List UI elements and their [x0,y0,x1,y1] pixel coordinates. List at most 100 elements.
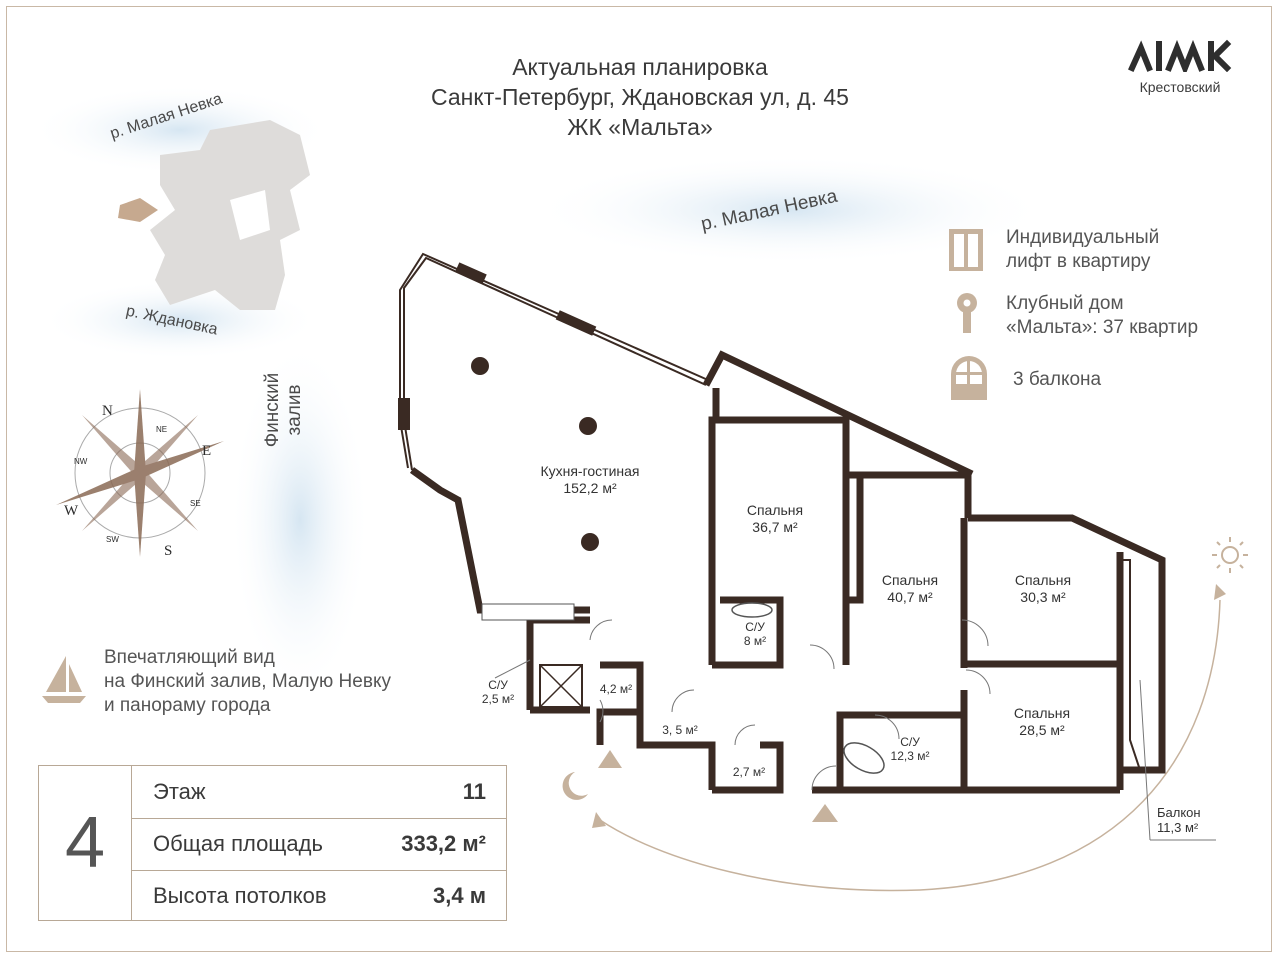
view-line-3: и панораму города [104,695,271,716]
room-bedroom-1-name: Спальня [746,502,804,518]
room-bedroom-2: Спальня 40,7 м² [865,572,955,606]
room-bedroom-1: Спальня 36,7 м² [730,502,820,536]
water-large-nevka [530,155,1050,265]
door-bed4 [965,669,991,695]
bed2-top-wall [846,471,972,518]
room-storage-1: 4,2 м² [599,682,633,696]
storage1-right [600,661,644,712]
balcony-leader [1139,679,1151,841]
bath1-wall [712,596,784,669]
fortress-courtyard [230,190,270,240]
room-bath-3-name: С/У [900,735,920,749]
sun-path-arc [599,599,1221,892]
kitchen-counter [481,603,575,621]
room-bedroom-4-area: 28,5 м² [1019,722,1065,738]
info-row-area: Общая площадь 333,2 м² [131,818,506,870]
info-row-floor: Этаж 11 [131,766,506,818]
building-marker [118,198,158,222]
legend-lift-line-2: лифт в квартиру [1006,251,1151,272]
compass-se: SE [190,499,201,508]
room-bedroom-4-name: Спальня [1013,705,1071,721]
info-divider-1 [131,818,506,819]
page-frame [6,6,1272,952]
compass-nw: NW [74,457,88,466]
compass-s: S [164,543,173,559]
room-bath-1-name: С/У [745,620,765,634]
area-value: 333,2 м² [401,831,486,856]
storage1-bottom [596,708,640,745]
floor-value: 11 [462,779,486,804]
room-bath-1-area: 8 м² [743,634,767,648]
compass-n: N [102,403,113,419]
sun-icon [1212,537,1248,573]
door-bath1 [809,644,835,670]
compass-e: E [202,443,212,459]
info-row-height: Высота потолков 3,4 м [131,870,506,922]
bed3-outer-wall [968,514,1166,774]
sailboat-icon [42,656,86,703]
sun-path-arrow [1214,584,1226,600]
room-bedroom-2-area: 40,7 м² [887,589,933,605]
room-bath-2-name: С/У [488,678,508,692]
room-kitchen-name: Кухня-гостиная [540,463,640,479]
bathtub-1 [731,602,773,618]
column-2 [579,417,597,435]
column-3 [581,533,599,551]
room-kitchen-area: 152,2 м² [563,480,617,496]
storage3-wall [712,741,784,794]
bed1-left-wall [708,388,720,665]
title-line-3: ЖК «Мальта» [567,114,713,140]
bed2-left-wall [846,475,864,604]
door-entry [811,765,837,791]
room-balcony-name: Балкон [1157,805,1201,820]
compass-sw: SW [106,535,119,544]
view-line-1: Впечатляющий вид [104,647,275,668]
entry-arrow-2 [812,804,838,822]
legend-club-line-2: «Мальта»: 37 квартир [1006,317,1199,338]
door-storage2 [671,689,695,713]
balcony-rail [1120,559,1141,771]
room-storage-3: 2,7 м² [732,765,766,779]
room-bath-3-area: 12,3 м² [890,749,930,763]
logo-text: Крестовский [1139,79,1221,95]
water-gulf [230,340,370,700]
bed1-right-wall [716,416,850,665]
room-storage-2: 3, 5 м² [662,723,698,737]
brand-logo: Крестовский [1122,38,1238,95]
view-line-2: на Финский залив, Малую Невку [104,671,391,692]
legend-lift-text: Индивидуальный лифт в квартиру [1006,226,1159,274]
view-description: Впечатляющий вид на Финский залив, Малую… [104,646,391,718]
door-bed2 [961,619,989,647]
room-bedroom-3-area: 30,3 м² [1020,589,1066,605]
room-bedroom-3-name: Спальня [1014,572,1072,588]
title-line-2: Санкт-Петербург, Ждановская ул, д. 45 [431,84,849,110]
info-divider-2 [131,870,506,871]
room-kitchen: Кухня-гостиная 152,2 м² [510,463,670,497]
bathtub-2 [843,742,885,774]
bath2-leader [494,659,531,679]
room-bedroom-4: Спальня 28,5 м² [997,705,1087,739]
height-value: 3,4 м [433,883,486,908]
floor-label: Этаж [153,779,206,804]
logo-mark-icon [1128,39,1232,77]
compass-icon [56,389,224,557]
kitchen-pillar-2 [555,310,597,336]
room-bedroom-2-name: Спальня [881,572,939,588]
apartment-info-table: 4 Этаж 11 Общая площадь 333,2 м² Высота … [38,765,507,921]
balcony-icon [951,356,987,400]
room-bedroom-1-area: 36,7 м² [752,519,798,535]
door-bath3 [874,714,900,740]
room-balcony-area: 11,3 м² [1157,820,1199,835]
fortress-silhouette [150,120,310,310]
height-label: Высота потолков [153,883,327,908]
legend-club-line-1: Клубный дом [1006,293,1124,314]
key-icon [957,293,977,333]
legend-lift-line-1: Индивидуальный [1006,227,1160,248]
area-label: Общая площадь [153,831,323,856]
kitchen-pillar-1 [455,262,487,284]
door-lift [599,699,604,723]
entry-arrow-1 [598,750,622,768]
compass-rose: N S E W NE NW SE SW [52,385,228,561]
